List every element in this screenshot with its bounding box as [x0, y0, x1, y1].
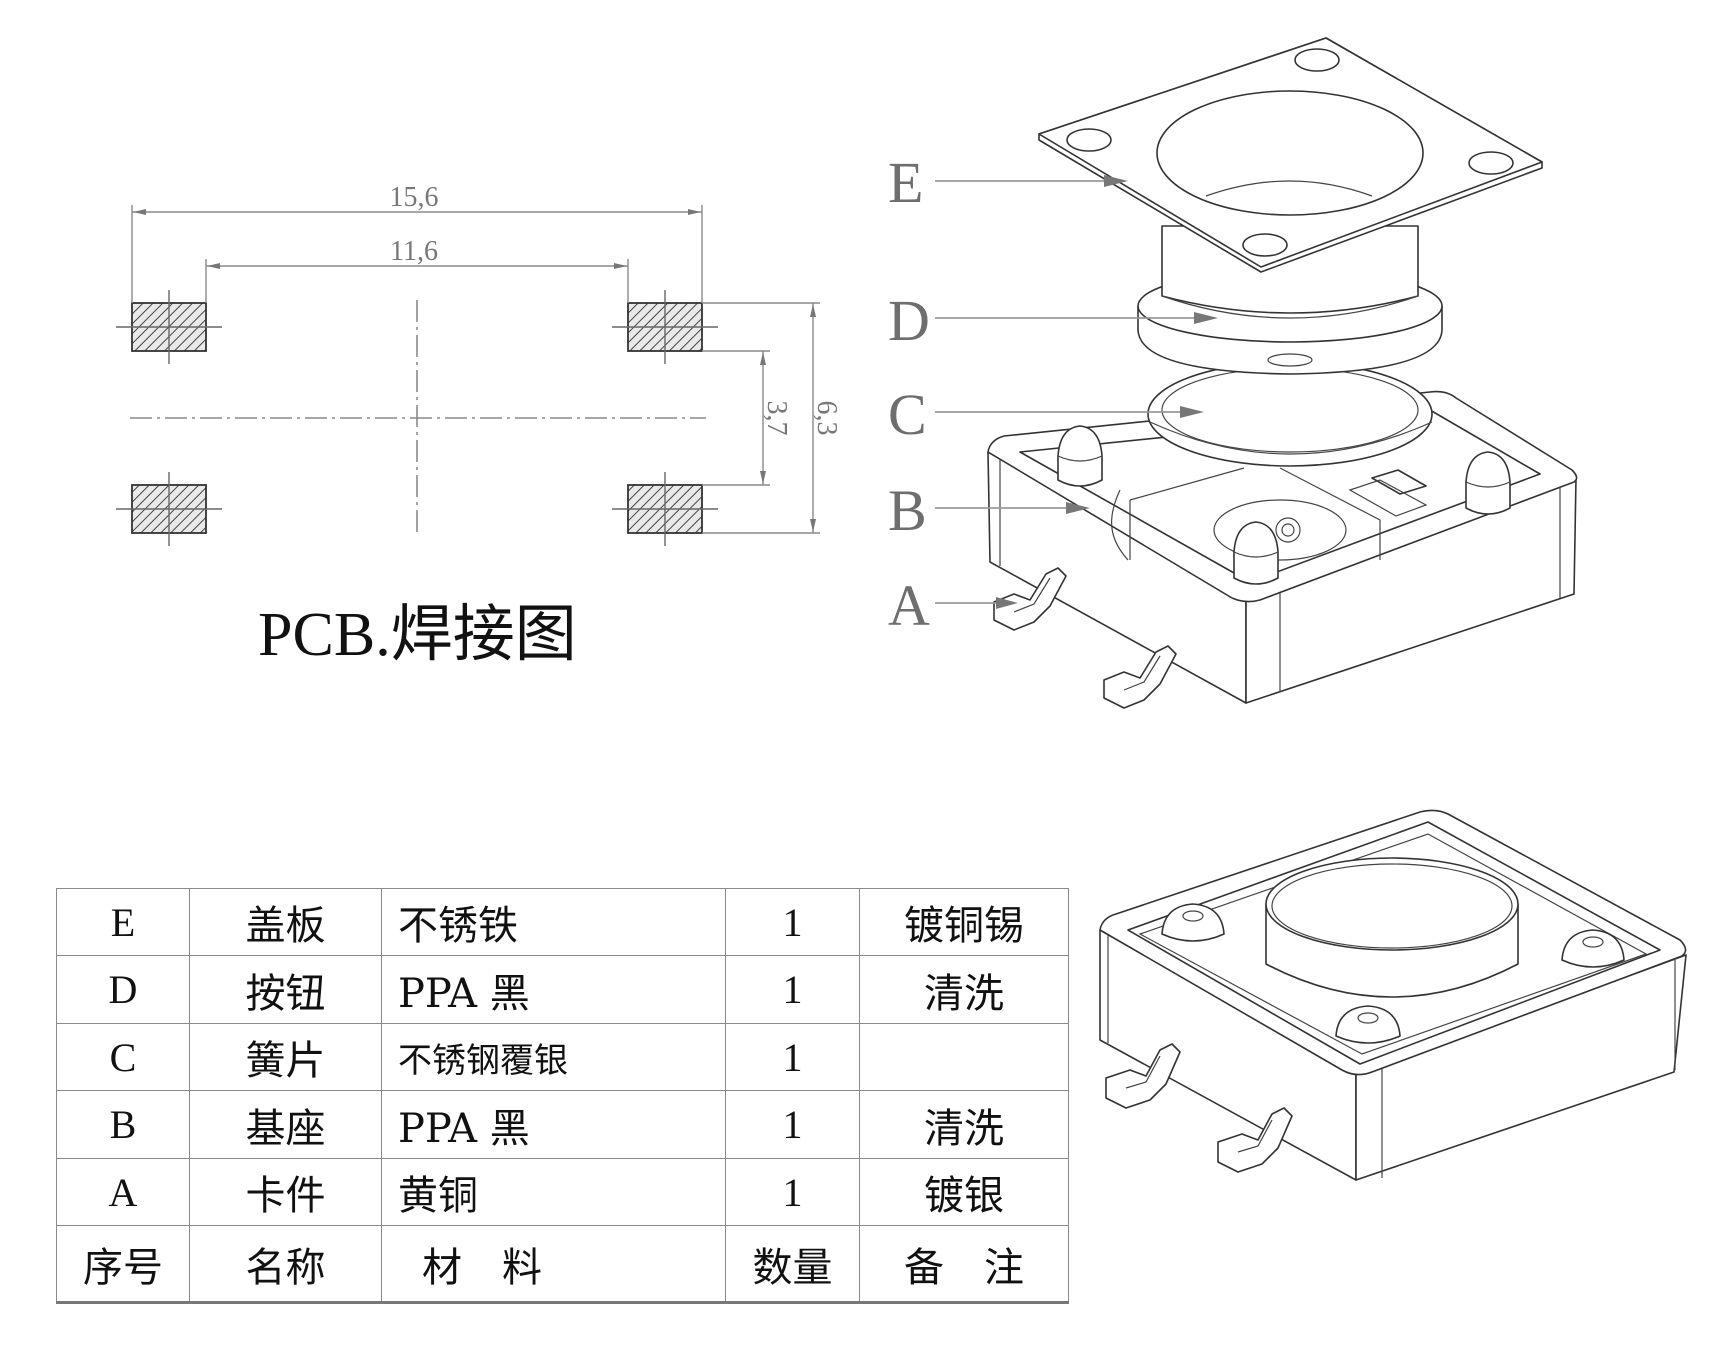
lead-clip — [1105, 1043, 1181, 1109]
post — [1057, 425, 1103, 487]
cell-seq: C — [56, 1022, 190, 1092]
dimension-inner-height: 3,7 — [702, 350, 792, 486]
cell-seq: D — [56, 955, 190, 1024]
post — [1465, 451, 1511, 515]
cell-note — [859, 1022, 1069, 1092]
dome — [1561, 929, 1625, 968]
part-label-b: B — [888, 478, 1090, 543]
pcb-layout: 15,6 11,6 3,7 6,3 P — [116, 182, 842, 669]
part-label-d: D — [888, 288, 1218, 353]
lead-clip — [1217, 1107, 1293, 1173]
pad-crosshairs — [116, 290, 718, 546]
table-row: C 簧片 不锈钢覆银 1 — [56, 1022, 1069, 1092]
cell-qty: 1 — [725, 1090, 860, 1159]
cell-material: 不锈铁 — [381, 887, 726, 957]
header-material: 材 料 — [381, 1225, 726, 1304]
cell-name: 盖板 — [189, 887, 382, 957]
bom-table: E 盖板 不锈铁 1 镀铜锡 D 按钮 PPA 黑 1 清洗 C 簧片 不锈钢覆… — [56, 887, 1069, 1304]
cell-qty: 1 — [725, 1022, 860, 1092]
cell-name: 卡件 — [189, 1157, 382, 1227]
cell-material: 黄铜 — [381, 1157, 726, 1227]
header-name: 名称 — [189, 1225, 382, 1304]
part-label-c: C — [888, 382, 1204, 447]
part-label-a: A — [888, 573, 1018, 638]
cell-note: 清洗 — [859, 1090, 1069, 1159]
cell-note: 镀银 — [859, 1157, 1069, 1227]
svg-text:E: E — [888, 150, 923, 215]
header-qty: 数量 — [725, 1225, 860, 1304]
pcb-title: PCB.焊接图 — [258, 601, 577, 669]
svg-text:B: B — [888, 478, 927, 543]
table-row: E 盖板 不锈铁 1 镀铜锡 — [56, 887, 1069, 957]
part-c-spring — [1147, 361, 1433, 467]
header-note: 备 注 — [859, 1225, 1069, 1304]
cell-qty: 1 — [725, 887, 860, 957]
dimension-text-3-7: 3,7 — [761, 401, 792, 436]
dimension-text-11-6: 11,6 — [390, 236, 438, 267]
part-d-button — [1137, 225, 1443, 375]
cell-seq: A — [56, 1157, 190, 1227]
dimension-overall-width: 15,6 — [131, 182, 703, 303]
part-label-e: E — [888, 150, 1128, 215]
cell-note: 清洗 — [859, 955, 1069, 1024]
cell-material: PPA 黑 — [381, 955, 726, 1024]
assembled-view — [1099, 809, 1687, 1181]
cell-material: PPA 黑 — [381, 1090, 726, 1159]
dimension-overall-height: 6,3 — [702, 302, 842, 534]
cell-seq: E — [56, 887, 190, 957]
part-b-base — [987, 390, 1578, 709]
table-row: D 按钮 PPA 黑 1 清洗 — [56, 955, 1069, 1024]
cell-note: 镀铜锡 — [859, 887, 1069, 957]
cell-material: 不锈钢覆银 — [381, 1022, 726, 1092]
dome — [1161, 903, 1225, 942]
exploded-view: E D C B A — [888, 37, 1578, 709]
cell-qty: 1 — [725, 1157, 860, 1227]
table-header-row: 序号 名称 材 料 数量 备 注 — [56, 1225, 1069, 1304]
dome — [1335, 1005, 1401, 1044]
cell-qty: 1 — [725, 955, 860, 1024]
table-row: A 卡件 黄铜 1 镀银 — [56, 1157, 1069, 1227]
svg-text:D: D — [888, 288, 930, 353]
post — [1233, 521, 1279, 585]
svg-text:A: A — [888, 573, 930, 638]
dimension-text-15-6: 15,6 — [390, 182, 439, 213]
cell-seq: B — [56, 1090, 190, 1159]
cell-name: 簧片 — [189, 1022, 382, 1092]
header-seq: 序号 — [56, 1225, 190, 1304]
dimension-text-6-3: 6,3 — [811, 401, 842, 436]
svg-text:C: C — [888, 382, 927, 447]
table-row: B 基座 PPA 黑 1 清洗 — [56, 1090, 1069, 1159]
button-cap — [1265, 857, 1519, 998]
cell-name: 基座 — [189, 1090, 382, 1159]
dimension-inner-width: 11,6 — [205, 236, 629, 303]
cell-name: 按钮 — [189, 955, 382, 1024]
lead-clip — [993, 567, 1067, 631]
part-e-cover-plate — [1038, 37, 1543, 273]
lead-clip — [1103, 645, 1177, 709]
